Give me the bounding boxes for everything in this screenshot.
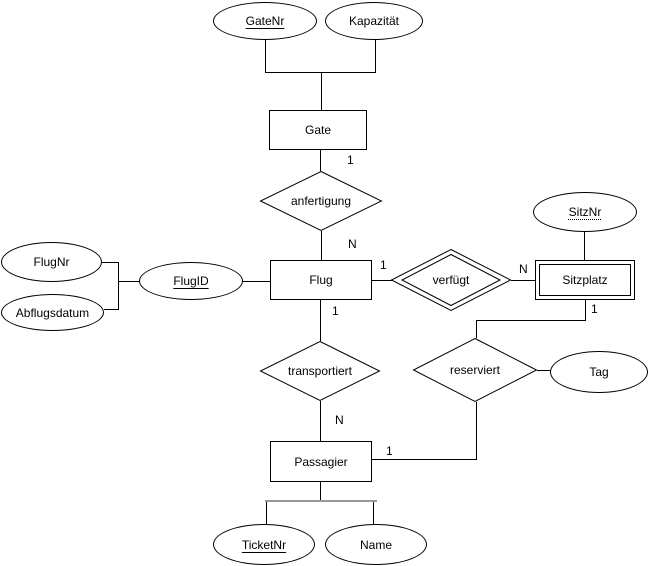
relationship-reserviert[interactable]: reserviert [412, 337, 538, 403]
diamond-shape [412, 337, 538, 403]
connector-reserviert-up [476, 320, 477, 338]
relationship-transportiert-label: transportiert [287, 364, 353, 378]
connector-transportiert-passagier [320, 401, 321, 441]
attribute-abflugsdatum-label: Abflugsdatum [15, 305, 90, 320]
attribute-sitznr-label: SitzNr [568, 205, 602, 219]
attribute-gatenr-label: GateNr [245, 14, 285, 28]
diamond-shape [259, 170, 383, 232]
connector-sitznr-stem [584, 232, 585, 260]
connector-reserviert-down [476, 402, 477, 460]
connector-bracket-flugid [118, 281, 140, 282]
cardinality-flug-transportiert: 1 [332, 304, 339, 318]
connector-gate-attribute-bracket [265, 72, 376, 73]
attribute-kapazitaet-label: Kapazität [348, 14, 400, 28]
connector-anfertigung-flug [321, 231, 322, 260]
connector-passagier-attribute-bracket [265, 500, 377, 502]
relationship-transportiert[interactable]: transportiert [259, 340, 381, 402]
connector-bracket-gate [321, 72, 322, 111]
attribute-tag[interactable]: Tag [550, 351, 648, 393]
connector-sitzplatz-reserviert [476, 320, 586, 321]
connector-gatenr-stem [265, 40, 266, 73]
cardinality-sitzplatz-reserviert: 1 [591, 302, 598, 316]
attribute-name[interactable]: Name [325, 524, 427, 565]
cardinality-flug-verfuegt: 1 [380, 258, 387, 272]
connector-flugid-flug [243, 281, 270, 282]
connector-flugnr-bracket [102, 262, 119, 263]
connector-reserviert-tag [537, 370, 550, 371]
attribute-flugnr[interactable]: FlugNr [1, 242, 102, 282]
relationship-verfuegt-label: verfügt [432, 273, 470, 287]
cardinality-reserviert-passagier: 1 [386, 444, 393, 458]
connector-abflugsdatum-bracket [104, 309, 119, 310]
cardinality-verfuegt-sitzplatz: N [519, 262, 528, 276]
diamond-shape [259, 340, 381, 402]
connector-ticketnr-drop [266, 502, 267, 525]
connector-passagier-stem [320, 482, 321, 501]
cardinality-transportiert-passagier: N [335, 413, 344, 427]
entity-sitzplatz[interactable]: Sitzplatz [535, 260, 635, 300]
entity-gate[interactable]: Gate [269, 110, 367, 150]
cardinality-gate-anfertigung: 1 [347, 153, 354, 167]
relationship-anfertigung[interactable]: anfertigung [259, 170, 383, 232]
connector-sitzplatz-down [585, 300, 586, 321]
relationship-anfertigung-label: anfertigung [290, 194, 352, 208]
entity-gate-label: Gate [304, 123, 331, 137]
attribute-flugnr-label: FlugNr [33, 255, 70, 269]
entity-passagier-label: Passagier [294, 454, 348, 469]
attribute-tag-label: Tag [589, 365, 609, 379]
connector-reserviert-passagier [372, 459, 477, 460]
attribute-sitznr[interactable]: SitzNr [533, 192, 637, 232]
connector-flug-transportiert [320, 300, 321, 341]
relationship-verfuegt[interactable]: verfügt [390, 248, 512, 312]
connector-kapazitaet-stem [375, 40, 376, 73]
cardinality-anfertigung-flug: N [348, 237, 357, 251]
attribute-name-label: Name [359, 537, 392, 552]
attribute-flugid-label: FlugID [173, 274, 209, 288]
attribute-ticketnr-label: TicketNr [241, 537, 287, 552]
connector-verfuegt-sitzplatz [511, 280, 535, 281]
entity-flug-label: Flug [309, 273, 333, 287]
attribute-ticketnr[interactable]: TicketNr [213, 524, 315, 565]
entity-passagier[interactable]: Passagier [270, 441, 372, 482]
attribute-gatenr[interactable]: GateNr [213, 2, 317, 40]
weak-entity-inner-border: Sitzplatz [539, 264, 631, 296]
relationship-reserviert-label: reserviert [449, 363, 500, 377]
connector-name-drop [373, 502, 374, 525]
attribute-flugid[interactable]: FlugID [139, 262, 243, 300]
entity-flug[interactable]: Flug [270, 260, 372, 300]
entity-sitzplatz-label: Sitzplatz [562, 273, 608, 287]
connector-flug-attribute-bracket [118, 262, 119, 310]
attribute-kapazitaet[interactable]: Kapazität [325, 2, 423, 40]
connector-flug-verfuegt [372, 280, 392, 281]
double-diamond-shape [390, 248, 512, 312]
attribute-abflugsdatum[interactable]: Abflugsdatum [1, 294, 104, 331]
connector-gate-anfertigung [320, 150, 321, 171]
